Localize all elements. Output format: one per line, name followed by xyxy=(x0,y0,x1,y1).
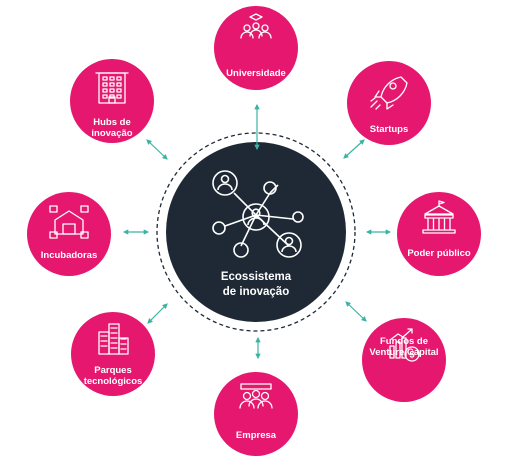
node-label-line: Empresa xyxy=(235,430,277,441)
node-circle-poder-publico xyxy=(397,192,481,276)
node-label-startups: Startups xyxy=(370,124,409,135)
building-icon xyxy=(95,72,129,104)
node-label-line: Startups xyxy=(369,124,409,135)
center-circle xyxy=(166,142,346,322)
node-incubadoras xyxy=(27,192,111,276)
node-circle-fundos-vc xyxy=(362,318,446,402)
node-poder-publico xyxy=(397,192,481,276)
office-buildings-icon xyxy=(98,323,129,355)
node-label-poder-publico: Poder público xyxy=(407,248,470,259)
node-circle-hubs xyxy=(70,59,154,143)
node-label-line: Fundos de xyxy=(379,336,429,347)
node-fundos-vc: $ xyxy=(362,318,446,402)
node-label-incubadoras: Incubadoras xyxy=(41,250,98,261)
svg-text:$: $ xyxy=(409,350,414,360)
node-label-line: Parques xyxy=(94,365,132,376)
node-parques xyxy=(71,312,155,396)
connectors xyxy=(122,103,392,360)
node-label-line: Incubadoras xyxy=(40,250,98,261)
node-hubs xyxy=(70,59,154,143)
government-building-icon xyxy=(422,200,456,234)
graduates-icon xyxy=(240,13,272,39)
node-label-line: Universidade xyxy=(226,68,286,79)
team-icon xyxy=(239,383,273,409)
warehouse-boxes-icon xyxy=(49,205,89,239)
center-title-line1: Ecossistema xyxy=(220,271,292,283)
rocket-icon xyxy=(370,76,408,110)
connector-parques xyxy=(147,303,168,324)
node-label-line: Venture Capital xyxy=(369,347,439,358)
network-people-icon xyxy=(212,170,304,258)
node-circle-empresa xyxy=(214,372,298,456)
node-label-universidade: Universidade xyxy=(226,68,286,79)
center-title-line2: de inovação xyxy=(222,286,290,298)
node-label-empresa: Empresa xyxy=(236,430,276,441)
nodes: $ xyxy=(27,6,481,456)
node-empresa xyxy=(214,372,298,456)
node-startups xyxy=(347,61,431,145)
node-universidade xyxy=(214,6,298,90)
connector-startups xyxy=(343,139,365,159)
node-label-line: Poder público xyxy=(407,248,471,259)
connector-hubs xyxy=(146,139,168,160)
connector-fundos-vc xyxy=(345,301,367,322)
node-circle-universidade xyxy=(214,6,298,90)
node-label-line: inovação xyxy=(91,128,133,139)
growth-chart-icon: $ xyxy=(389,328,420,362)
center-title: Ecossistema de inovação xyxy=(221,270,291,300)
node-label-line: tecnológicos xyxy=(83,376,143,387)
node-label-line: Hubs de xyxy=(93,117,131,128)
